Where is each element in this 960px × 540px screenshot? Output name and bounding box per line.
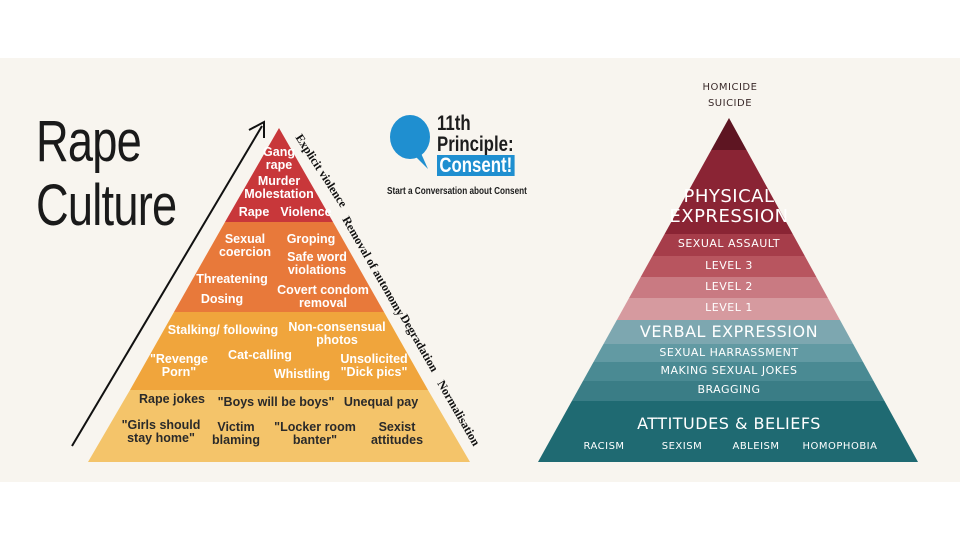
label-ableism: ABLEISM <box>732 441 780 452</box>
label-locker-room: "Locker room <box>274 420 356 434</box>
label-attitudes-beliefs: ATTITUDES & BELIEFS <box>637 414 821 433</box>
label-sexist: Sexist <box>378 420 416 434</box>
label-homophobia: HOMOPHOBIA <box>802 441 878 452</box>
title-line-1: Rape <box>36 109 142 174</box>
label-violence: Violence <box>280 205 332 219</box>
speech-bubble-icon <box>390 115 430 169</box>
tier-degradation <box>130 312 428 390</box>
label-revenge: "Revenge <box>149 352 209 366</box>
label-coercion: coercion <box>218 245 272 259</box>
logo-line-1: 11th <box>437 112 471 135</box>
label-level-2: LEVEL 2 <box>705 280 753 293</box>
label-attitudes: attitudes <box>370 433 424 447</box>
label-banter: banter" <box>292 433 338 447</box>
label-stalking: Stalking/ following <box>167 323 279 337</box>
label-photos: photos <box>316 333 358 347</box>
label-sexual: Sexual <box>224 232 266 246</box>
label-verbal-expression: VERBAL EXPRESSION <box>639 322 819 341</box>
tier-removal-autonomy <box>174 222 384 312</box>
label-suicide: SUICIDE <box>707 98 753 109</box>
band-attitudes <box>538 401 918 462</box>
band-harassment <box>538 344 918 362</box>
band-jokes <box>538 362 918 381</box>
label-dick-pics: "Dick pics" <box>340 365 408 379</box>
escalation-arrow <box>71 125 263 447</box>
label-physical: PHYSICAL <box>683 186 775 207</box>
label-gang: Gang <box>263 145 295 159</box>
label-unequal-pay: Unequal pay <box>343 395 419 409</box>
tier-normalisation <box>88 390 470 462</box>
label-groping: Groping <box>286 232 336 246</box>
label-safe-word: Safe word <box>287 250 347 264</box>
band-bragging <box>538 381 918 401</box>
label-sexism: SEXISM <box>661 441 703 452</box>
label-blaming: blaming <box>212 433 260 447</box>
tier-explicit-violence <box>225 128 333 222</box>
label-sexual-harrassment: SEXUAL HARRASSMENT <box>659 346 799 359</box>
logo-line-2: Principle: <box>437 133 514 156</box>
label-rape: Rape <box>238 205 270 219</box>
logo-line-3: Consent! <box>437 155 515 176</box>
title-line-2: Culture <box>36 173 177 238</box>
label-non-consensual: Non-consensual <box>288 320 386 334</box>
label-racism: RACISM <box>583 441 625 452</box>
label-molestation: Molestation <box>244 187 314 201</box>
label-expression: EXPRESSION <box>669 206 789 227</box>
label-whistling: Whistling <box>273 367 331 381</box>
label-unsolicited: Unsolicited <box>340 352 408 366</box>
label-girls-should: "Girls should <box>121 418 201 432</box>
label-making-sexual-jokes: MAKING SEXUAL JOKES <box>660 364 798 377</box>
label-rape-gang: rape <box>265 158 293 172</box>
label-porn: Porn" <box>161 365 197 379</box>
label-rape-jokes: Rape jokes <box>138 392 205 406</box>
label-threatening: Threatening <box>196 272 268 286</box>
logo-tagline: Start a Conversation about Consent <box>387 186 527 197</box>
label-murder: Murder <box>257 174 301 188</box>
band-top <box>538 118 918 150</box>
label-stay-home: stay home" <box>127 431 195 445</box>
label-dosing: Dosing <box>200 292 244 306</box>
label-victim: Victim <box>217 420 255 434</box>
label-covert-condom: Covert condom <box>277 283 369 297</box>
escalation-arrowhead <box>248 120 265 138</box>
label-removal: removal <box>299 296 347 310</box>
label-cat-calling: Cat-calling <box>228 348 292 362</box>
label-level-3: LEVEL 3 <box>705 259 753 272</box>
label-sexual-assault: SEXUAL ASSAULT <box>677 237 781 250</box>
label-boys-will-be-boys: "Boys will be boys" <box>217 395 335 409</box>
label-violations: violations <box>287 263 347 277</box>
label-level-1: LEVEL 1 <box>705 301 753 314</box>
band-level1 <box>538 298 918 320</box>
label-bragging: BRAGGING <box>697 383 761 396</box>
label-homicide: HOMICIDE <box>702 82 758 93</box>
